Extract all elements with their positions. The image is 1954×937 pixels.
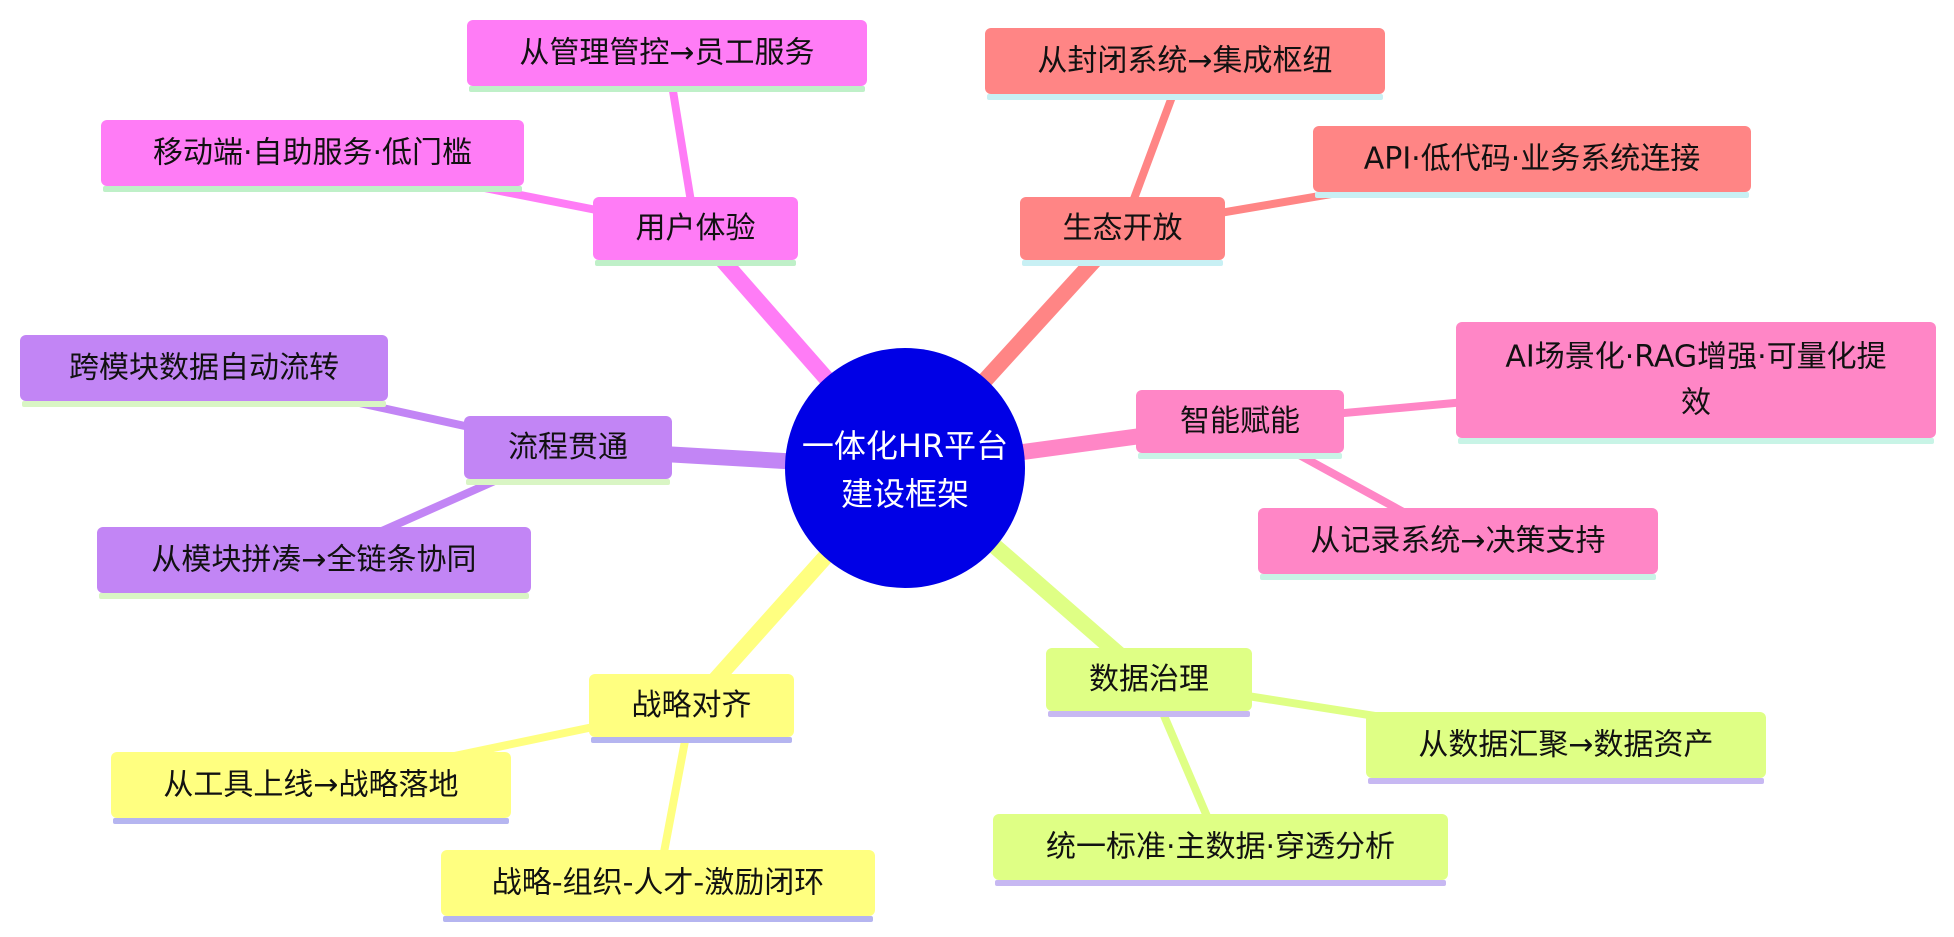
leaf-ecosystem-1-box	[985, 28, 1385, 94]
branch-data-governance[interactable]: 数据治理	[1046, 648, 1252, 717]
center-title-line-2: 建设框架	[841, 475, 969, 513]
leaf-user-experience-2-box	[101, 120, 524, 186]
leaf-data-governance-2-label: 统一标准·主数据·穿透分析	[1046, 830, 1395, 865]
branch-ecosystem-label: 生态开放	[1063, 211, 1183, 246]
branch-process[interactable]: 流程贯通	[464, 416, 672, 485]
leaf-process-1-label: 跨模块数据自动流转	[69, 351, 339, 386]
leaf-strategy-1-box	[111, 752, 511, 818]
leaf-ecosystem-1[interactable]: 从封闭系统→集成枢纽	[985, 28, 1385, 100]
branch-process-label: 流程贯通	[508, 430, 628, 465]
leaf-ecosystem-2-underline	[1315, 192, 1749, 198]
branch-process-underline	[466, 479, 670, 485]
leaf-data-governance-2-box	[993, 814, 1448, 880]
branch-data-governance-label: 数据治理	[1089, 662, 1209, 697]
leaf-process-1-box	[20, 335, 388, 401]
leaf-data-governance-1-label: 从数据汇聚→数据资产	[1418, 728, 1713, 763]
leaf-process-2-label: 从模块拼凑→全链条协同	[151, 543, 476, 578]
branch-intelligence-underline	[1138, 453, 1342, 459]
leaf-ecosystem-1-underline	[987, 94, 1383, 100]
leaf-intelligence-1-label-line-1: AI场景化·RAG增强·可量化提	[1505, 340, 1886, 375]
leaf-ecosystem-1-label: 从封闭系统→集成枢纽	[1037, 44, 1332, 79]
leaf-ecosystem-2-label: API·低代码·业务系统连接	[1364, 142, 1701, 177]
branch-ecosystem[interactable]: 生态开放	[1020, 197, 1225, 266]
leaf-user-experience-1[interactable]: 从管理管控→员工服务	[467, 20, 867, 92]
branch-user-experience-box	[593, 197, 798, 260]
leaf-ecosystem-2-box	[1313, 126, 1751, 192]
center-circle	[785, 348, 1025, 588]
branch-user-experience-underline	[595, 260, 796, 266]
leaf-ecosystem-2[interactable]: API·低代码·业务系统连接	[1313, 126, 1751, 198]
leaf-strategy-1-underline	[113, 818, 509, 824]
branch-user-experience[interactable]: 用户体验	[593, 197, 798, 266]
leaf-intelligence-2-box	[1258, 508, 1658, 574]
leaf-data-governance-1-box	[1366, 712, 1766, 778]
leaf-data-governance-1[interactable]: 从数据汇聚→数据资产	[1366, 712, 1766, 784]
branch-ecosystem-underline	[1022, 260, 1223, 266]
branch-ecosystem-box	[1020, 197, 1225, 260]
leaf-process-1[interactable]: 跨模块数据自动流转	[20, 335, 388, 407]
leaf-process-2[interactable]: 从模块拼凑→全链条协同	[97, 527, 531, 599]
leaf-data-governance-2[interactable]: 统一标准·主数据·穿透分析	[993, 814, 1448, 886]
leaf-process-2-underline	[99, 593, 529, 599]
leaf-strategy-2-label: 战略-组织-人才-激励闭环	[492, 866, 824, 901]
leaf-strategy-1[interactable]: 从工具上线→战略落地	[111, 752, 511, 824]
branch-intelligence-label: 智能赋能	[1180, 404, 1300, 439]
leaf-strategy-1-label: 从工具上线→战略落地	[163, 768, 458, 803]
leaf-intelligence-2-underline	[1260, 574, 1656, 580]
branch-intelligence-box	[1136, 390, 1344, 453]
branch-strategy-underline	[591, 737, 792, 743]
branch-data-governance-underline	[1048, 711, 1250, 717]
leaf-process-2-box	[97, 527, 531, 593]
branch-data-governance-box	[1046, 648, 1252, 711]
branch-process-box	[464, 416, 672, 479]
leaf-data-governance-1-underline	[1368, 778, 1764, 784]
leaf-intelligence-1-label-line-2: 效	[1681, 386, 1711, 421]
branch-strategy-label: 战略对齐	[632, 688, 752, 723]
branch-strategy-box	[589, 674, 794, 737]
leaf-intelligence-1-box	[1456, 322, 1936, 438]
leaf-strategy-2[interactable]: 战略-组织-人才-激励闭环	[441, 850, 875, 922]
branch-intelligence[interactable]: 智能赋能	[1136, 390, 1344, 459]
leaf-user-experience-2-label: 移动端·自助服务·低门槛	[153, 136, 472, 171]
branch-user-experience-label: 用户体验	[636, 211, 756, 246]
leaf-strategy-2-underline	[443, 916, 873, 922]
center-title-line-1: 一体化HR平台	[802, 427, 1008, 465]
leaf-data-governance-2-underline	[995, 880, 1446, 886]
leaf-user-experience-2[interactable]: 移动端·自助服务·低门槛	[101, 120, 524, 192]
leaf-user-experience-2-underline	[103, 186, 522, 192]
leaf-process-1-underline	[22, 401, 386, 407]
leaf-intelligence-2[interactable]: 从记录系统→决策支持	[1258, 508, 1658, 580]
leaf-user-experience-1-underline	[469, 86, 865, 92]
leaf-intelligence-2-label: 从记录系统→决策支持	[1310, 524, 1605, 559]
leaf-user-experience-1-label: 从管理管控→员工服务	[519, 36, 814, 71]
branch-strategy[interactable]: 战略对齐	[589, 674, 794, 743]
leaf-strategy-2-box	[441, 850, 875, 916]
leaf-user-experience-1-box	[467, 20, 867, 86]
leaf-intelligence-1-underline	[1458, 438, 1934, 444]
